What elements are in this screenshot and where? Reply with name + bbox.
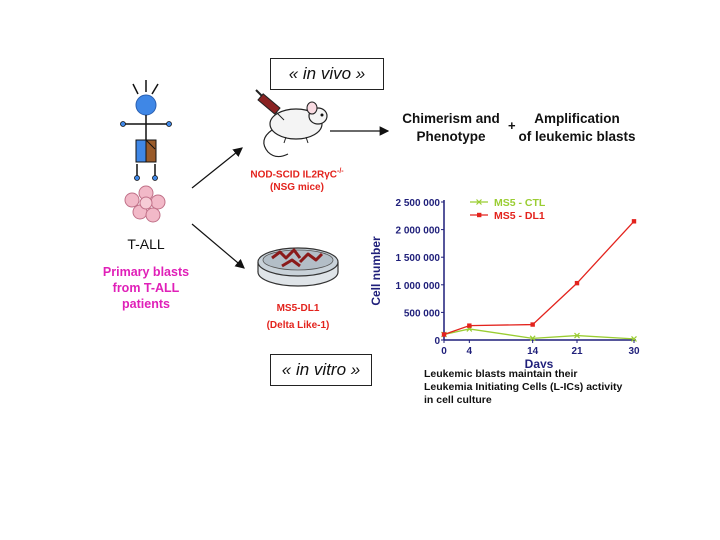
y-tick-label: 500 000 xyxy=(404,308,441,319)
mouse-icon xyxy=(263,101,328,158)
caption-line-2: Leukemia Initiating Cells (L-ICs) activi… xyxy=(424,381,623,393)
legend-marker-2 xyxy=(477,212,482,218)
caption-line-3: in cell culture xyxy=(424,394,492,406)
legend-marker-1 xyxy=(476,199,482,205)
tall-label: T-ALL xyxy=(127,236,165,252)
primary-blasts-label: Primary blasts from T-ALL patients xyxy=(86,264,206,312)
mouse-label: NOD-SCID IL2RγC-/- (NSG mice) xyxy=(232,165,362,194)
data-point xyxy=(631,219,637,224)
patient-figure-icon xyxy=(120,80,172,181)
y-tick-label: 1 500 000 xyxy=(396,253,441,264)
x-tick-label: 14 xyxy=(527,346,539,357)
data-point xyxy=(441,332,447,337)
data-point xyxy=(631,335,637,342)
x-tick-label: 21 xyxy=(571,346,583,357)
legend-label-1: MS5 - CTL xyxy=(494,197,546,209)
dish-label: MS5-DL1 (Delta Like-1) xyxy=(248,300,348,334)
caption-line-1: Leukemic blasts maintain their xyxy=(424,368,578,380)
primary-blasts-line-1: Primary blasts xyxy=(102,265,190,279)
y-tick-label: 2 000 000 xyxy=(396,226,441,237)
mouse-strain-sup: -/- xyxy=(337,168,344,175)
data-point xyxy=(530,322,535,327)
x-tick-label: 0 xyxy=(441,346,447,357)
data-point xyxy=(467,323,472,328)
arrow-to-mouse xyxy=(191,147,243,189)
arrow-to-dish xyxy=(191,223,245,269)
data-point xyxy=(574,332,580,339)
x-axis-label: Days xyxy=(525,357,554,368)
dish-name: MS5-DL1 xyxy=(276,303,320,314)
plus-sign: + xyxy=(508,118,516,133)
x-tick-label: 30 xyxy=(628,346,640,357)
primary-blasts-line-2: from T-ALL xyxy=(112,281,180,295)
data-point xyxy=(529,335,536,342)
y-tick-label: 1 000 000 xyxy=(396,281,441,292)
mouse-strain-label: NOD-SCID IL2RγC xyxy=(250,169,338,181)
dish-sublabel: (Delta Like-1) xyxy=(266,320,330,331)
y-tick-label: 2 500 000 xyxy=(396,198,441,209)
petri-dish-icon xyxy=(257,247,339,287)
y-axis-label: Cell number xyxy=(369,236,383,306)
mouse-sublabel: (NSG mice) xyxy=(270,182,324,194)
in-vitro-label: « in vitro » xyxy=(270,354,372,386)
outcome-right-line-2: of leukemic blasts xyxy=(518,129,636,144)
outcome-left: Chimerism and Phenotype xyxy=(396,110,506,146)
data-point xyxy=(574,280,580,286)
chart-caption: Leukemic blasts maintain their Leukemia … xyxy=(424,368,664,407)
blast-cells-icon xyxy=(124,185,166,223)
cell-number-chart: 0 500 000 1 000 000 1 500 000 2 000 000 2 500… xyxy=(369,197,640,368)
outcome-right-line-1: Amplification xyxy=(534,111,620,126)
outcome-left-line-1: Chimerism and xyxy=(402,111,500,126)
series-line-1 xyxy=(443,328,635,340)
x-tick-label: 4 xyxy=(467,346,473,357)
series-line-2 xyxy=(443,220,635,336)
y-tick-label: 0 xyxy=(434,336,440,347)
legend-label-2: MS5 - DL1 xyxy=(494,210,545,222)
in-vivo-label: « in vivo » xyxy=(270,58,384,90)
primary-blasts-line-3: patients xyxy=(122,297,170,311)
outcome-right: Amplification of leukemic blasts xyxy=(512,110,642,146)
syringe-icon xyxy=(255,89,285,121)
outcome-left-line-2: Phenotype xyxy=(416,129,486,144)
